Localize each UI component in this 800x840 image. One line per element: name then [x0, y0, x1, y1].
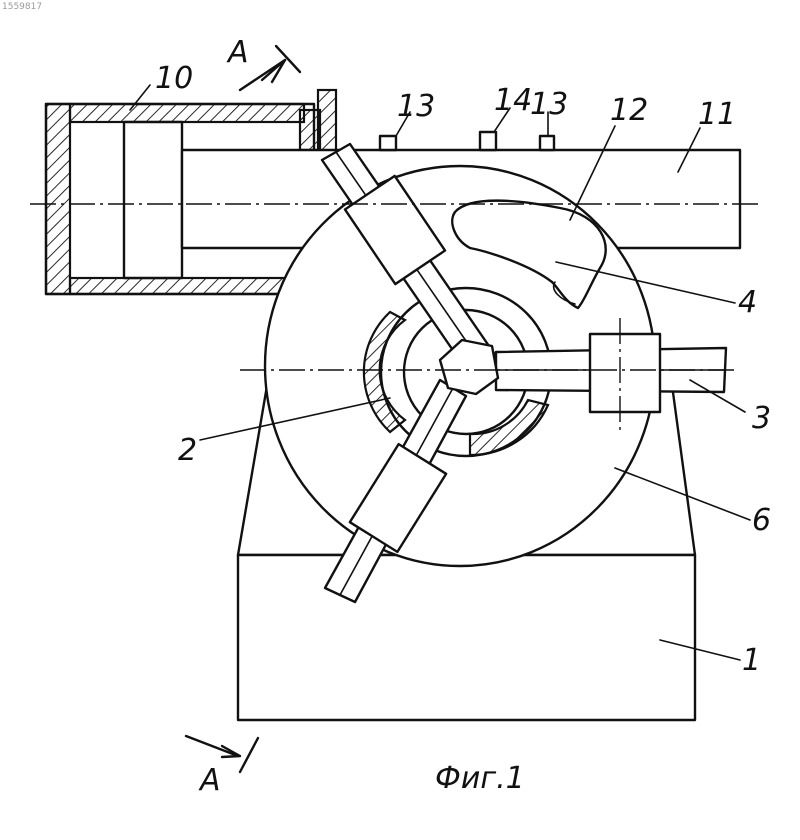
label-base: 1: [742, 643, 761, 678]
figure-caption: Фиг.1: [435, 761, 525, 796]
label-bar: 3: [752, 401, 771, 436]
label-slot: 4: [738, 285, 757, 320]
label-hub: 2: [178, 433, 197, 468]
label-rod: 11: [698, 97, 736, 132]
label-sensor: 14: [494, 83, 532, 118]
section-label-bottom: A: [198, 763, 221, 798]
rod-fittings: [380, 132, 554, 150]
label-cylinder: 10: [155, 61, 193, 96]
label-stop-left: 13: [397, 89, 435, 124]
label-stop-right: 13: [530, 87, 568, 122]
label-cam: 12: [610, 93, 648, 128]
serial-number: 1559817: [2, 2, 42, 12]
section-label-top: A: [226, 35, 249, 70]
section-mark-top: A: [226, 35, 300, 90]
label-disk: 6: [752, 503, 771, 538]
section-mark-bottom: A: [186, 736, 258, 798]
